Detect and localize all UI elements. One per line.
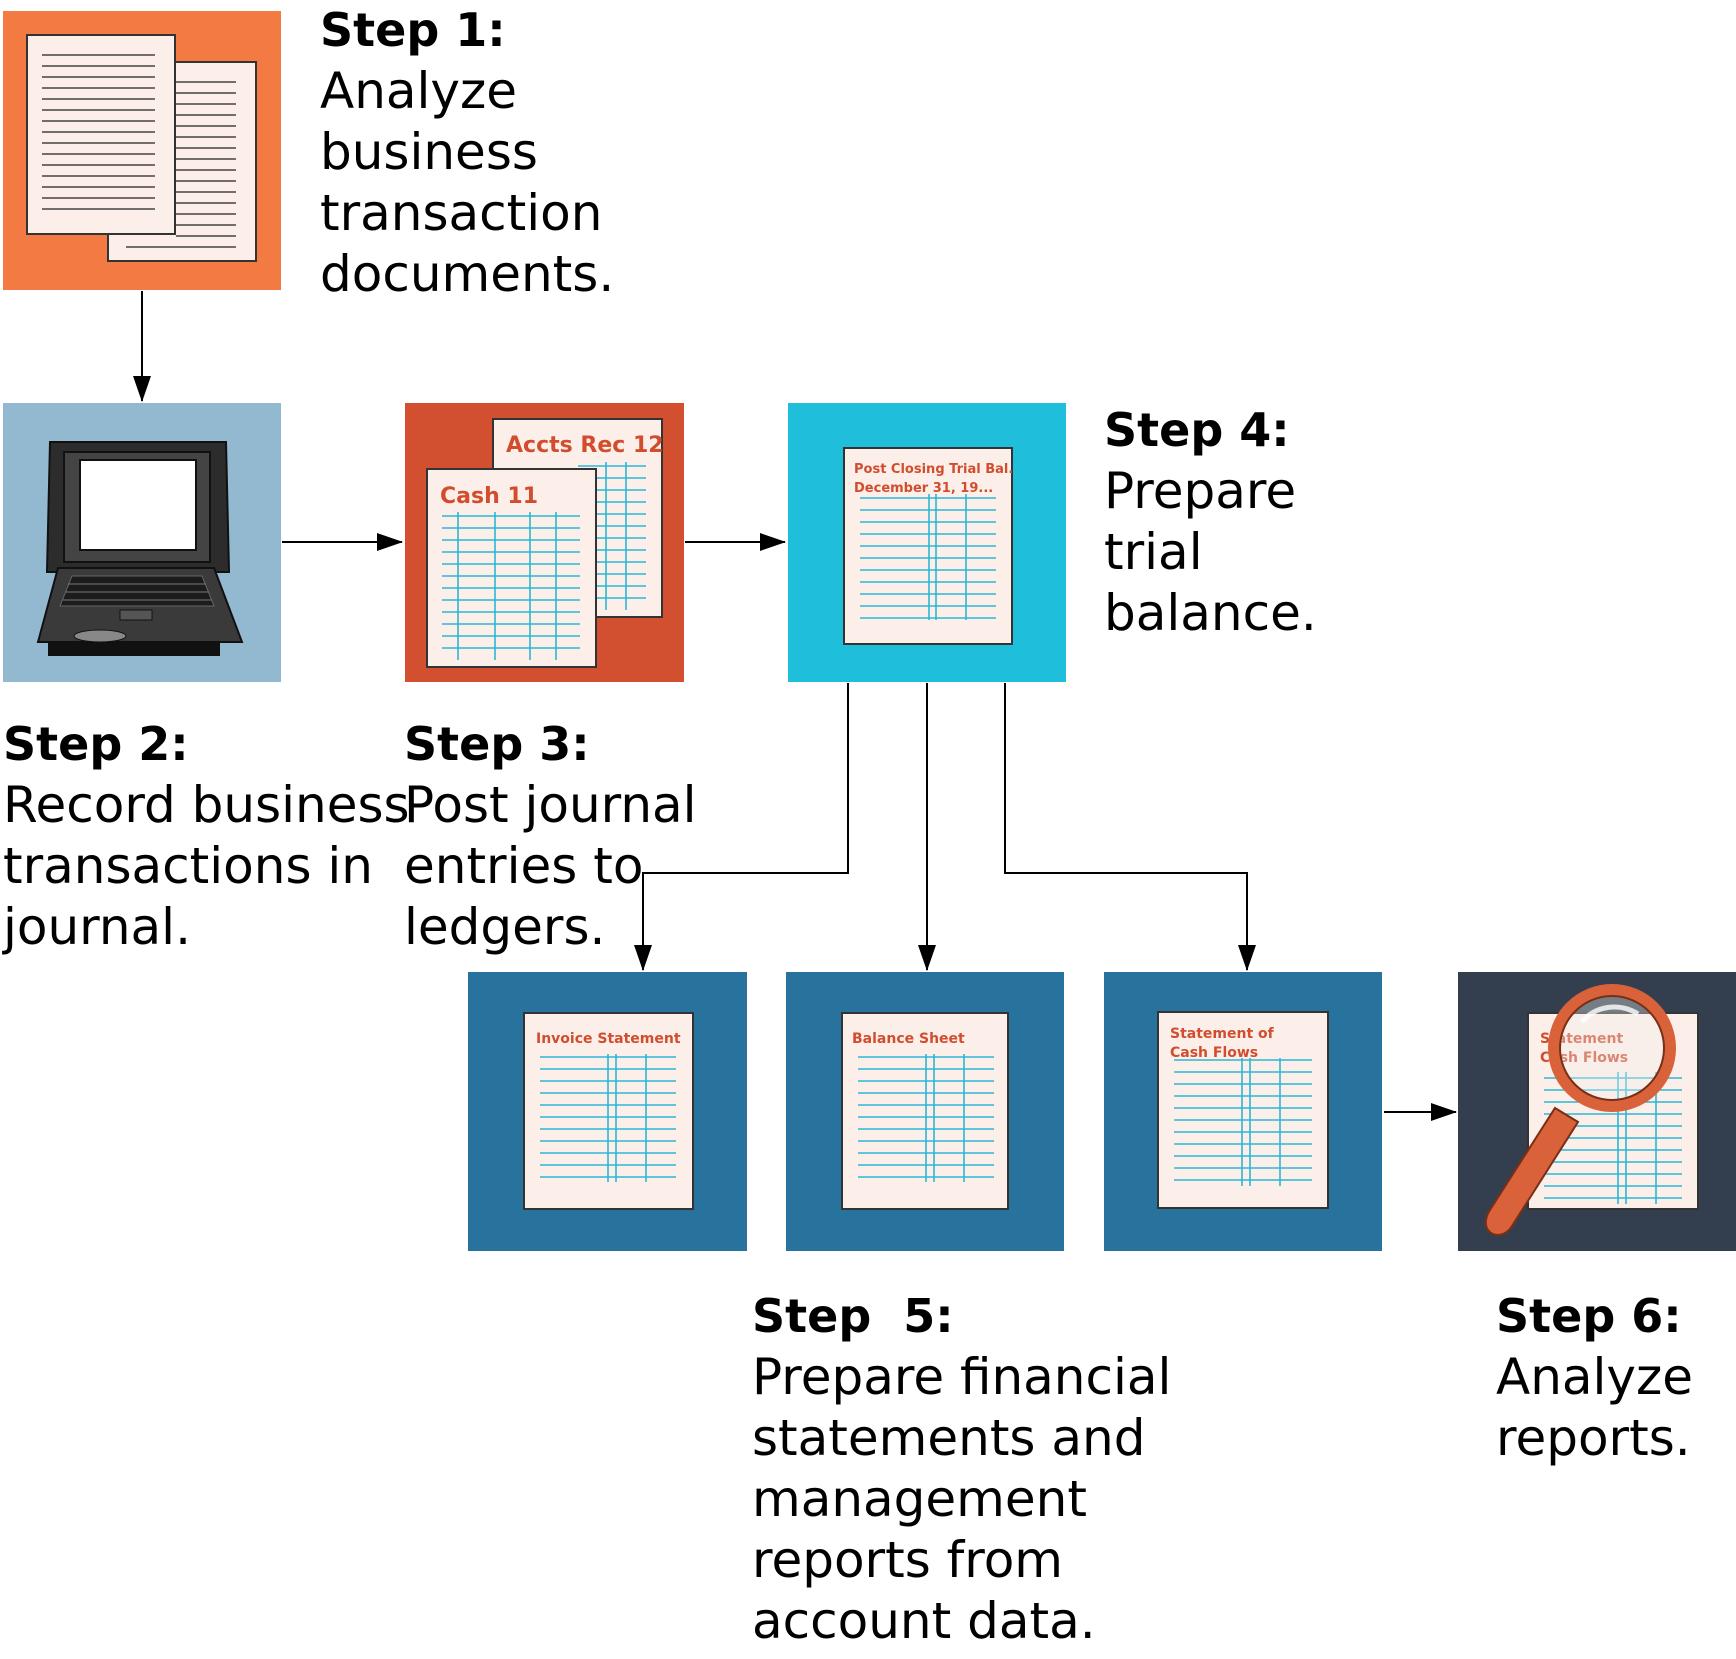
step2-text: Step 2: Record business transactions in …	[3, 714, 410, 958]
step4-title: Step 4:	[1104, 403, 1290, 457]
statement-sheet-icon: Invoice Statement	[523, 1012, 694, 1210]
trial-balance-sheet-icon: Post Closing Trial Bal. December 31, 19.…	[843, 447, 1013, 645]
step4-box: Post Closing Trial Bal. December 31, 19.…	[788, 403, 1066, 682]
step5-title: Step 5:	[752, 1289, 954, 1343]
ledger-front-title: Cash 11	[440, 484, 538, 509]
documents-icon	[26, 34, 257, 262]
cashflow-title-line1: Statement of	[1170, 1026, 1275, 1042]
trial-balance-title-line2: December 31, 19...	[854, 481, 993, 496]
step6-description: Analyze reports.	[1496, 1348, 1694, 1467]
laptop-icon	[36, 441, 244, 656]
step3-title: Step 3:	[404, 717, 590, 771]
connector-arrows	[133, 291, 1457, 1121]
step5-balance-box: Balance Sheet	[786, 972, 1064, 1251]
step6-title: Step 6:	[1496, 1289, 1682, 1343]
balance-sheet-title: Balance Sheet	[852, 1031, 965, 1047]
magnifying-glass-icon	[1484, 984, 1676, 1236]
ledger-back-title: Accts Rec 12	[506, 433, 664, 458]
step3-text: Step 3: Post journal entries to ledgers.	[404, 714, 697, 958]
step1-description: Analyze business transaction documents.	[320, 62, 615, 303]
ledger-sheets-icon: Accts Rec 12 Cash 11	[426, 418, 664, 668]
step6-box: Statement Cash Flows	[1458, 972, 1736, 1251]
step4-text: Step 4: Prepare trial balance.	[1104, 400, 1317, 644]
step2-description: Record business transactions in journal.	[3, 776, 410, 956]
step1-title: Step 1:	[320, 3, 506, 57]
step2-box	[3, 403, 281, 682]
statement-sheet-icon: Statement of Cash Flows	[1157, 1011, 1329, 1209]
step3-box: Accts Rec 12 Cash 11	[405, 403, 684, 682]
statement-sheet-icon: Balance Sheet	[841, 1012, 1009, 1210]
arrow-step4-to-invoice	[634, 683, 849, 971]
step1-text: Step 1: Analyze business transaction doc…	[320, 0, 614, 305]
step6-text: Step 6: Analyze reports.	[1496, 1286, 1693, 1469]
step5-description: Prepare financial statements and managem…	[752, 1348, 1172, 1650]
cashflow-title-line2: Cash Flows	[1170, 1045, 1258, 1061]
step1-box	[3, 11, 281, 290]
step5-cashflow-box: Statement of Cash Flows	[1104, 972, 1382, 1251]
step4-description: Prepare trial balance.	[1104, 462, 1317, 642]
step5-text: Step 5: Prepare financial statements and…	[752, 1286, 1171, 1652]
invoice-statement-title: Invoice Statement	[536, 1031, 681, 1047]
step2-title: Step 2:	[3, 717, 189, 771]
step5-invoice-box: Invoice Statement	[468, 972, 747, 1251]
trial-balance-title-line1: Post Closing Trial Bal.	[854, 462, 1013, 477]
arrow-step4-to-cashflow	[1004, 683, 1256, 971]
step3-description: Post journal entries to ledgers.	[404, 776, 697, 956]
